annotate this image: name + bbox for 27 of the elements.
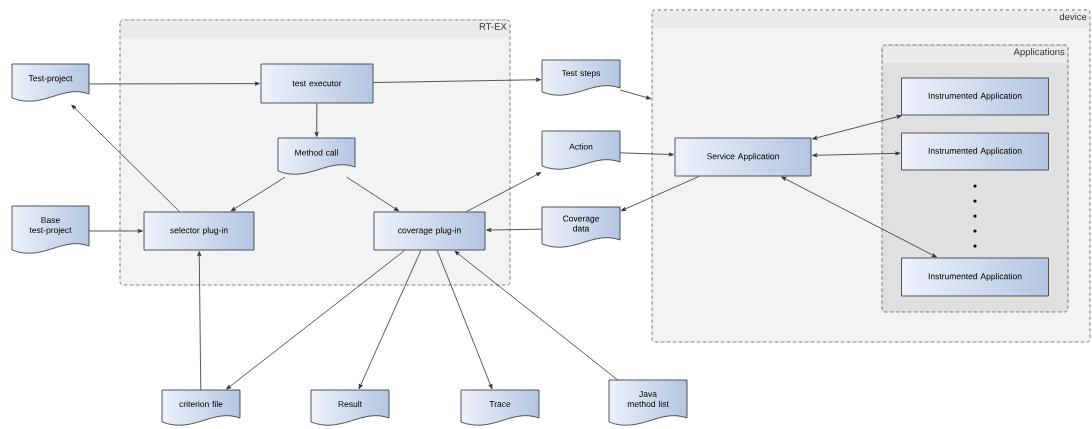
arrow <box>71 104 180 212</box>
process-box: Instrumented Application <box>901 77 1049 116</box>
arrow <box>436 250 493 390</box>
arrow <box>781 176 937 258</box>
arrow <box>226 250 406 390</box>
arrow <box>358 250 422 390</box>
arrow <box>619 89 652 100</box>
process-box: Instrumented Application <box>901 132 1049 171</box>
arrow <box>466 172 542 212</box>
arrow <box>454 250 618 381</box>
arrow <box>812 151 901 158</box>
arrow <box>88 229 143 233</box>
arrow <box>197 251 202 391</box>
process-box: Instrumented Application <box>901 257 1049 297</box>
arrow <box>619 152 674 157</box>
arrow <box>812 114 902 140</box>
arrow <box>346 176 400 212</box>
process-box: Service Application <box>674 137 812 177</box>
process-box: test executor <box>260 63 374 104</box>
arrow <box>373 77 541 83</box>
arrow <box>620 176 700 212</box>
arrow <box>314 103 319 137</box>
process-box: selector plug-in <box>143 211 255 251</box>
arrow <box>486 227 543 232</box>
arrow <box>230 176 286 212</box>
arrow <box>88 81 260 86</box>
process-box: coverage plug-in <box>373 211 486 251</box>
